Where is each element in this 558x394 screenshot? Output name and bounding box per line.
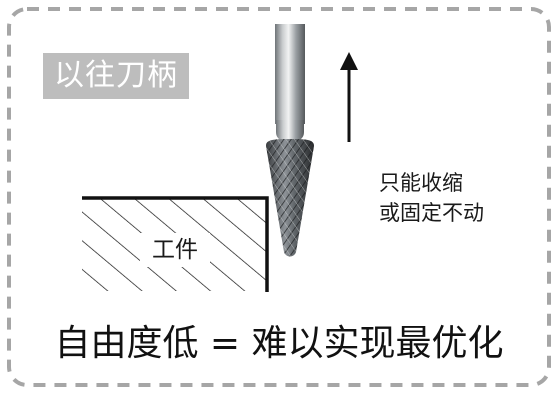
legacy-holder-badge: 以往刀柄 [43,53,189,99]
workpiece-edge [82,196,269,292]
motion-note: 只能收缩 或固定不动 [379,168,484,228]
motion-note-line-2: 或固定不动 [379,201,484,225]
conclusion-text: 自由度低 = 难以实现最优化 [54,323,504,364]
motion-note-line-1: 只能收缩 [379,171,463,195]
dashed-frame [7,7,551,387]
upward-arrow-icon [340,52,358,142]
workpiece-label: 工件 [140,233,210,267]
cutter-tool-icon [266,24,314,257]
